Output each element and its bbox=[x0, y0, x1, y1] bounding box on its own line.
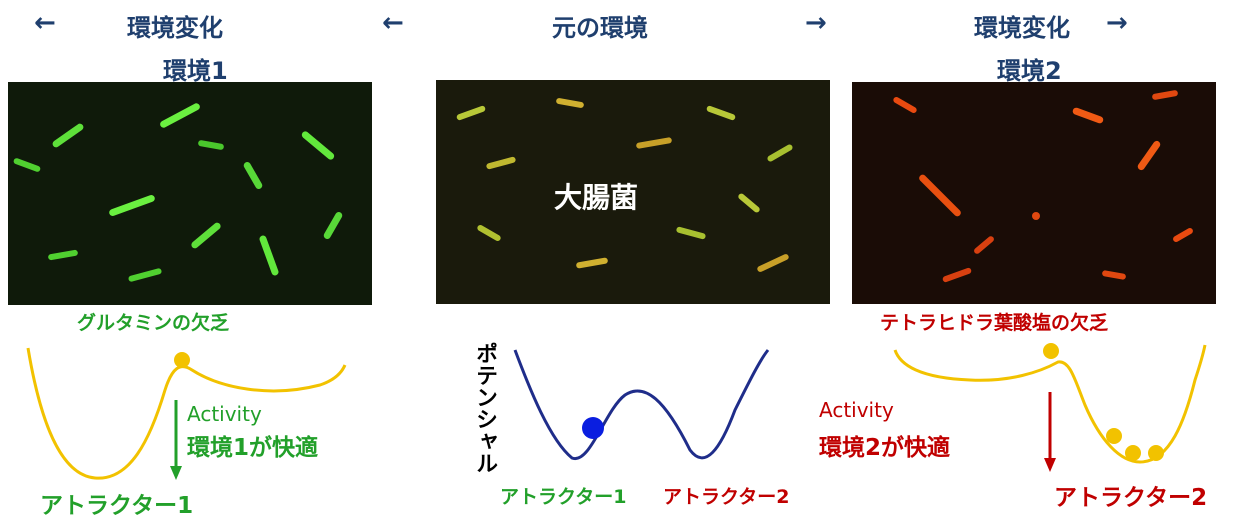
left-arrow-2: ← bbox=[382, 8, 404, 38]
env2-comfortable-label: 環境2が快適 bbox=[819, 435, 951, 461]
glutamine-deprivation-label: グルタミンの欠乏 bbox=[77, 312, 230, 334]
microscope-image-environment2 bbox=[852, 82, 1216, 304]
potential-axis-label: ポテンシャル bbox=[472, 342, 497, 474]
attractor2-label-right: アトラクター2 bbox=[1054, 485, 1208, 511]
right-ball-top bbox=[1043, 343, 1059, 359]
left-subtitle: 環境1 bbox=[163, 57, 228, 85]
microscope-image-environment1 bbox=[8, 82, 372, 305]
center-ball bbox=[582, 417, 604, 439]
left-title: 環境変化 bbox=[127, 14, 223, 42]
activity-label-left: Activity bbox=[187, 402, 262, 426]
env1-comfortable-label: 環境1が快適 bbox=[187, 435, 319, 461]
right-ball-3 bbox=[1148, 445, 1164, 461]
attractor1-label-left: アトラクター1 bbox=[40, 493, 194, 519]
left-ball bbox=[174, 352, 190, 368]
left-arrow-1: ← bbox=[34, 8, 56, 38]
microscope-image-original: 大腸菌 bbox=[436, 80, 830, 304]
left-arrow-head bbox=[170, 466, 182, 480]
thf-deprivation-label: テトラヒドラ葉酸塩の欠乏 bbox=[880, 312, 1109, 334]
right-potential-curve bbox=[893, 344, 1207, 464]
activity-label-right: Activity bbox=[819, 398, 894, 422]
right-arrow-head bbox=[1044, 458, 1056, 472]
right-ball-1 bbox=[1106, 428, 1122, 444]
center-potential-curve bbox=[513, 349, 770, 460]
right-title: 環境変化 bbox=[974, 14, 1070, 42]
bacterium bbox=[1032, 212, 1040, 220]
center-title: 元の環境 bbox=[552, 14, 648, 42]
left-potential-curve bbox=[26, 347, 347, 480]
right-ball-2 bbox=[1125, 445, 1141, 461]
right-arrow-1: → bbox=[805, 8, 827, 38]
attractor2-label-center: アトラクター2 bbox=[663, 486, 790, 508]
attractor1-label-center: アトラクター1 bbox=[500, 486, 627, 508]
ecoli-label: 大腸菌 bbox=[554, 181, 639, 214]
right-arrow-2: → bbox=[1106, 8, 1128, 38]
right-subtitle: 環境2 bbox=[997, 57, 1062, 85]
